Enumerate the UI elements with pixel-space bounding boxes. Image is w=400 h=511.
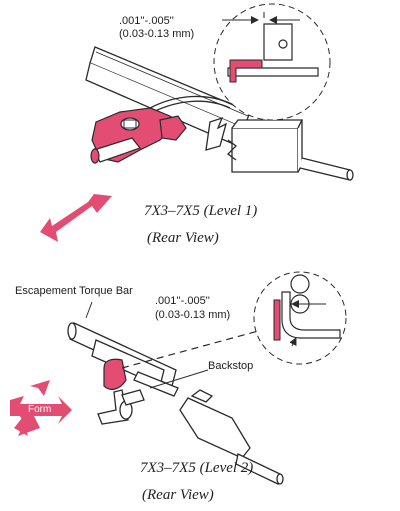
level2-pink-lever (103, 358, 127, 390)
level2-detail-circle (253, 271, 347, 365)
level2-tolerance-inches: .001''-.005'' (155, 295, 210, 307)
backstop-leader (149, 369, 209, 389)
level1-torque-block (227, 119, 354, 181)
cross-arrow-icon (10, 396, 72, 436)
level1-caption-model: 7X3–7X5 (Level 1) (144, 203, 258, 219)
level1-pink-bracket (90, 107, 187, 164)
level2-drive-shaft (179, 389, 284, 485)
level2-caption-model: 7X3–7X5 (Level 2) (140, 460, 254, 476)
level2-tolerance-mm: (0.03-0.13 mm) (155, 309, 231, 321)
double-diagonal-arrow-icon (40, 194, 112, 242)
detail-link-dashed-line (121, 329, 263, 369)
level2-caption-view: (Rear View) (142, 487, 214, 503)
backstop-label: Backstop (208, 360, 254, 372)
level1-caption-view: (Rear View) (147, 230, 219, 246)
level1-rail-assembly (85, 46, 251, 151)
form-arrow-tail (14, 380, 50, 436)
escapement-torque-bar-label: Escapement Torque Bar (15, 285, 133, 297)
form-label: Form (28, 404, 52, 415)
level1-tolerance-inches: .001''-.005'' (119, 15, 174, 27)
level1-tolerance-mm: (0.03-0.13 mm) (119, 28, 195, 40)
level1-detail-circle (213, 3, 331, 121)
level2-torque-bar (67, 301, 179, 425)
